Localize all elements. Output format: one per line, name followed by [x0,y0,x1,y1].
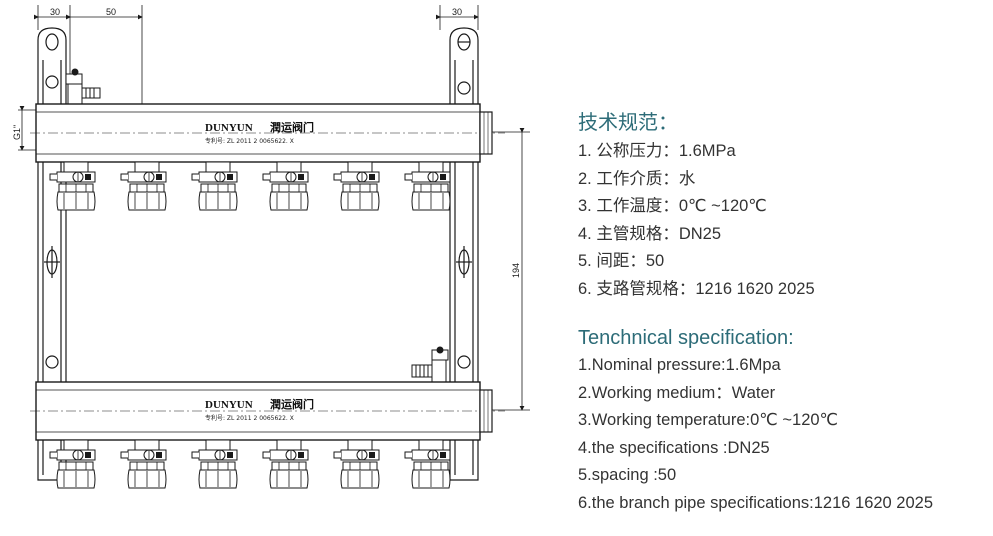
top-dimensions [34,5,479,110]
bottom-main-pipe [30,381,505,441]
top-main-pipe [30,103,505,163]
spec-en-item: 2.Working medium：Water [578,383,776,402]
spec-panel: 技术规范： 1. 公称压力：1.6MPa 2. 工作介质：水 3. 工作温度：0… [578,112,988,517]
spec-en-item: 4.the specifications :DN25 [578,438,770,457]
bottom-vent-valve [411,346,449,383]
spec-en-title: Tenchnical specification: [578,327,794,349]
right-dimension [490,128,530,411]
patent-text-top: 专利号: ZL 2011 2 0065622. X [205,137,294,145]
brand-mark-bottom: DUNYUN [205,399,253,411]
top-vent-valve [65,68,101,105]
brand-mark-top: DUNYUN [205,122,253,134]
dim-top-right: 30 [452,7,462,17]
patent-text-bottom: 专利号: ZL 2011 2 0065622. X [205,414,294,422]
spec-cn-item: 5. 间距：50 [578,252,665,270]
dim-left-side: G1" [12,125,22,140]
spec-cn-item: 3. 工作温度：0℃ ~120℃ [578,197,767,215]
dim-top-left-2: 50 [106,7,116,17]
spec-en-item: 5.spacing :50 [578,466,677,484]
brand-cn-top: 潤运阀门 [270,120,314,134]
spec-cn-item: 6. 支路管规格：1216 1620 2025 [578,279,815,298]
dim-top-left-1: 30 [50,7,60,17]
spec-cn-item: 1. 公称压力：1.6MPa [578,142,736,160]
spec-cn-item: 4. 主管规格：DN25 [578,224,722,243]
spec-cn-title: 技术规范： [578,112,678,134]
spec-cn-item: 2. 工作介质：水 [578,169,696,188]
top-branch-valves [49,161,451,211]
dim-right-side: 194 [511,263,521,278]
spec-en-item: 3.Working temperature:0℃ ~120℃ [578,411,839,429]
manifold-drawing: 30 50 30 G1" 194 [12,5,530,489]
spec-en-item: 1.Nominal pressure:1.6Mpa [578,356,781,374]
spec-en-item: 6.the branch pipe specifications:1216 16… [578,493,934,512]
brand-cn-bottom: 潤运阀门 [270,397,314,411]
bottom-branch-valves [49,439,451,489]
